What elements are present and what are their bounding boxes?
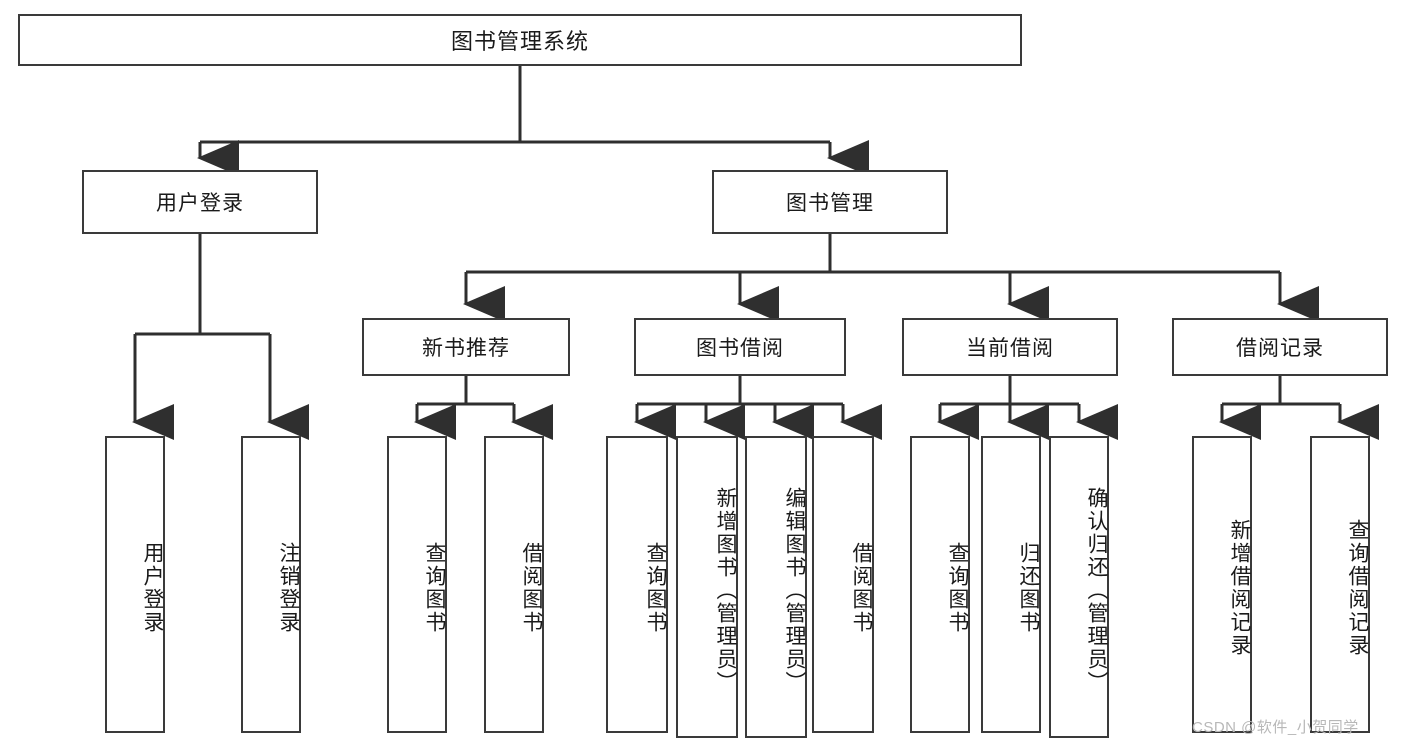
node-leaf-query-book-recommend[interactable]: 查询图书	[387, 436, 447, 733]
node-leaf-return-book[interactable]: 归还图书	[981, 436, 1041, 733]
node-label: 归还图书	[1017, 541, 1040, 634]
node-leaf-logout[interactable]: 注销登录	[241, 436, 301, 733]
node-leaf-borrow-book-recommend[interactable]: 借阅图书	[484, 436, 544, 733]
node-book-management[interactable]: 图书管理	[712, 170, 948, 234]
node-label: 编辑图书（管理员）	[783, 486, 806, 694]
node-label: 注销登录	[277, 541, 300, 634]
node-label: 用户登录	[141, 541, 164, 634]
node-leaf-query-book-current[interactable]: 查询图书	[910, 436, 970, 733]
node-label: 图书借阅	[696, 337, 784, 360]
node-label: 新增图书（管理员）	[714, 486, 737, 694]
node-borrow-record[interactable]: 借阅记录	[1172, 318, 1388, 376]
node-label: 新书推荐	[422, 337, 510, 360]
node-label: 查询图书	[423, 541, 446, 634]
node-label: 查询借阅记录	[1346, 518, 1369, 657]
node-new-book-recommend[interactable]: 新书推荐	[362, 318, 570, 376]
node-label: 确认归还（管理员）	[1085, 486, 1108, 694]
node-current-borrow[interactable]: 当前借阅	[902, 318, 1118, 376]
node-leaf-query-borrow-record[interactable]: 查询借阅记录	[1310, 436, 1370, 733]
csdn-watermark: CSDN @软件_小贺同学	[1192, 719, 1359, 736]
node-label: 图书管理	[786, 192, 874, 215]
node-label: 当前借阅	[966, 337, 1054, 360]
node-leaf-query-book-borrow[interactable]: 查询图书	[606, 436, 668, 733]
node-label: 查询图书	[946, 541, 969, 634]
node-leaf-add-borrow-record[interactable]: 新增借阅记录	[1192, 436, 1252, 733]
node-leaf-borrow-book[interactable]: 借阅图书	[812, 436, 874, 733]
node-book-borrow[interactable]: 图书借阅	[634, 318, 846, 376]
node-label: 查询图书	[644, 541, 667, 634]
node-label: 借阅图书	[850, 541, 873, 634]
node-label: 新增借阅记录	[1228, 518, 1251, 657]
node-leaf-edit-book-admin[interactable]: 编辑图书（管理员）	[745, 436, 807, 738]
node-label: 借阅记录	[1236, 337, 1324, 360]
node-leaf-add-book-admin[interactable]: 新增图书（管理员）	[676, 436, 738, 738]
node-label: 用户登录	[156, 192, 244, 215]
node-label: 图书管理系统	[450, 29, 589, 54]
node-leaf-user-login[interactable]: 用户登录	[105, 436, 165, 733]
node-root-system[interactable]: 图书管理系统	[18, 14, 1022, 66]
node-leaf-confirm-return-admin[interactable]: 确认归还（管理员）	[1049, 436, 1109, 738]
node-user-login[interactable]: 用户登录	[82, 170, 318, 234]
node-label: 借阅图书	[520, 541, 543, 634]
